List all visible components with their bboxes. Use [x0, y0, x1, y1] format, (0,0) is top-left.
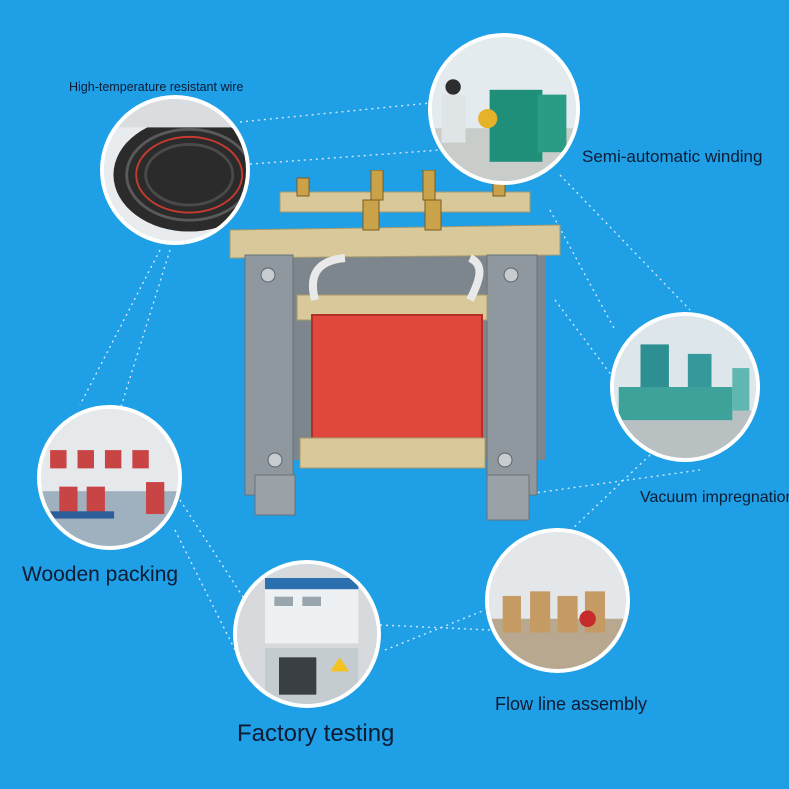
wire-photo: [100, 95, 250, 245]
flow-photo: [485, 528, 630, 673]
vacuum-photo: [610, 312, 760, 462]
winding-photo: [428, 33, 580, 185]
label-wire: High-temperature resistant wire: [69, 80, 244, 94]
factory-photo: [233, 560, 381, 708]
transformer-image: [229, 170, 561, 521]
label-factory: Factory testing: [237, 720, 395, 747]
label-vacuum: Vacuum impregnation: [640, 489, 789, 506]
wooden-photo: [37, 405, 182, 550]
label-wooden: Wooden packing: [22, 563, 179, 586]
label-flow: Flow line assembly: [495, 694, 648, 714]
label-winding: Semi-automatic winding: [582, 147, 763, 166]
